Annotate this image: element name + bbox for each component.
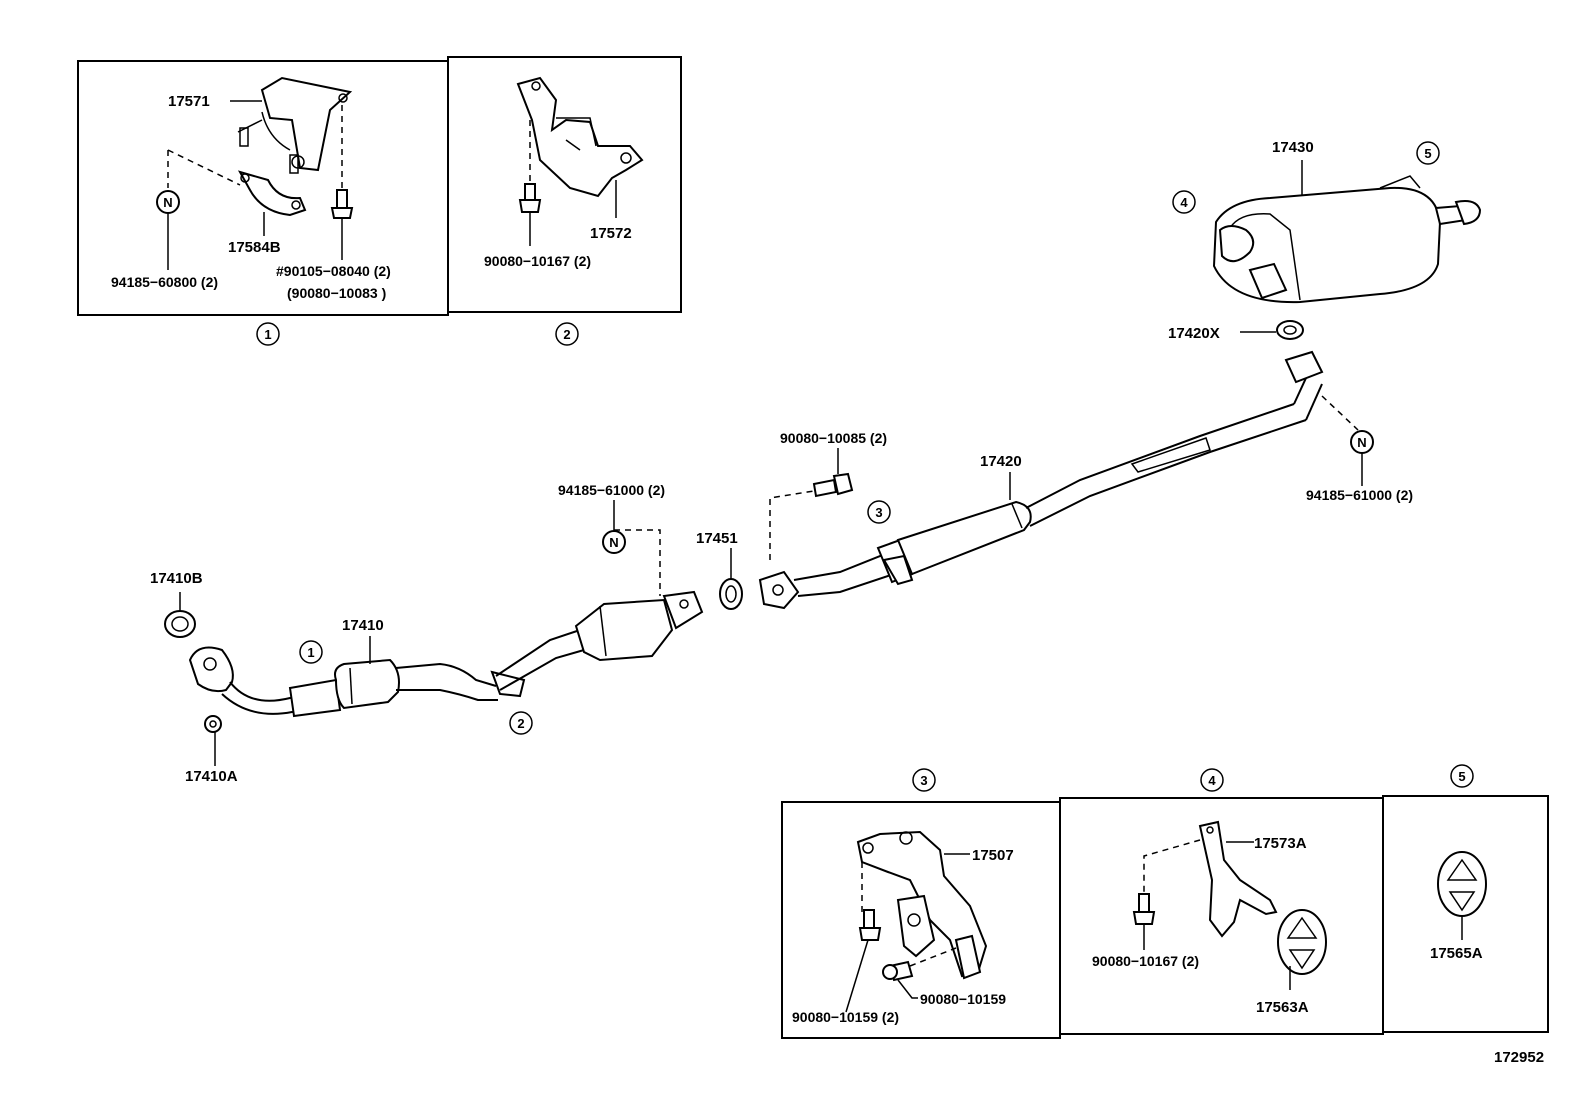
- label-17563A: 17563A: [1256, 999, 1309, 1016]
- label-90080-10167-b: 90080−10167 (2): [1092, 953, 1199, 969]
- label-90080-10085: 90080−10085 (2): [780, 430, 887, 446]
- label-90105-08040: #90105−08040 (2): [276, 263, 391, 279]
- callout-3: 3: [867, 500, 891, 524]
- svg-text:4: 4: [1208, 773, 1216, 788]
- clamp-17584B[interactable]: [237, 170, 307, 217]
- label-17571: 17571: [168, 93, 210, 110]
- callout-2: 2: [509, 711, 533, 735]
- bracket-17573A[interactable]: [1198, 820, 1278, 938]
- callout-5: 5: [1416, 141, 1440, 165]
- label-17420: 17420: [980, 453, 1022, 470]
- bolt-90080-10159[interactable]: [882, 960, 914, 982]
- muffler-17430[interactable]: [1212, 175, 1482, 304]
- detail-box-3-4-5: [781, 795, 1549, 1039]
- label-17420X: 17420X: [1168, 325, 1220, 342]
- label-17430: 17430: [1272, 139, 1314, 156]
- bolt-90080-10085[interactable]: [812, 472, 854, 498]
- label-94185-61000-b: 94185−61000 (2): [1306, 487, 1413, 503]
- nut-94185-61000-b[interactable]: N: [1350, 430, 1374, 454]
- label-17572: 17572: [590, 225, 632, 242]
- svg-text:N: N: [163, 195, 172, 210]
- label-90080-10083: (90080−10083 ): [287, 285, 386, 301]
- label-17573A: 17573A: [1254, 835, 1307, 852]
- label-17410A: 17410A: [185, 768, 238, 785]
- nut-94185-60800[interactable]: N: [156, 190, 180, 214]
- svg-text:1: 1: [307, 645, 314, 660]
- nut-17410A[interactable]: [204, 715, 222, 733]
- label-17410B: 17410B: [150, 570, 203, 587]
- label-94185-61000-a: 94185−61000 (2): [558, 482, 665, 498]
- callout-1: 1: [299, 640, 323, 664]
- hanger-17563A[interactable]: [1277, 909, 1327, 975]
- label-90080-10167-a: 90080−10167 (2): [484, 253, 591, 269]
- svg-text:N: N: [1357, 435, 1366, 450]
- bolt-90080-10167-b[interactable]: [1132, 893, 1156, 925]
- gasket-17451[interactable]: [719, 578, 743, 610]
- panel-number-2: 2: [555, 322, 579, 346]
- panel-number-3: 3: [912, 768, 936, 792]
- bolt-90105-08040[interactable]: [330, 189, 354, 219]
- svg-text:1: 1: [264, 327, 271, 342]
- front-pipe-17410[interactable]: [188, 590, 704, 718]
- bracket-17507[interactable]: [856, 830, 988, 980]
- center-pipe-17420[interactable]: [758, 350, 1324, 610]
- label-94185-60800: 94185−60800 (2): [111, 274, 218, 290]
- clamp-17571[interactable]: [237, 76, 353, 174]
- detail-box-1-2: [77, 56, 682, 316]
- callout-4: 4: [1172, 190, 1196, 214]
- panel-number-5: 5: [1450, 764, 1474, 788]
- svg-text:2: 2: [563, 327, 570, 342]
- panel-number-4: 4: [1200, 768, 1224, 792]
- svg-text:5: 5: [1458, 769, 1465, 784]
- label-90080-10159: 90080−10159: [920, 991, 1006, 1007]
- label-17565A: 17565A: [1430, 945, 1483, 962]
- panel-number-1: 1: [256, 322, 280, 346]
- label-90080-10159-2: 90080−10159 (2): [792, 1009, 899, 1025]
- svg-text:N: N: [609, 535, 618, 550]
- gasket-17410B[interactable]: [164, 610, 196, 638]
- svg-text:2: 2: [517, 716, 524, 731]
- gasket-17420X[interactable]: [1276, 320, 1304, 340]
- bracket-17572[interactable]: [516, 76, 644, 198]
- label-17410: 17410: [342, 617, 384, 634]
- svg-text:3: 3: [875, 505, 882, 520]
- svg-text:3: 3: [920, 773, 927, 788]
- label-17584B: 17584B: [228, 239, 281, 256]
- label-17451: 17451: [696, 530, 738, 547]
- svg-text:4: 4: [1180, 195, 1188, 210]
- bolt-90080-10159-2[interactable]: [858, 909, 882, 941]
- svg-text:5: 5: [1424, 146, 1431, 161]
- nut-94185-61000-a[interactable]: N: [602, 530, 626, 554]
- label-17507: 17507: [972, 847, 1014, 864]
- diagram-id: 172952: [1494, 1049, 1544, 1066]
- bolt-90080-10167-a[interactable]: [518, 183, 542, 213]
- hanger-17565A[interactable]: [1437, 851, 1487, 917]
